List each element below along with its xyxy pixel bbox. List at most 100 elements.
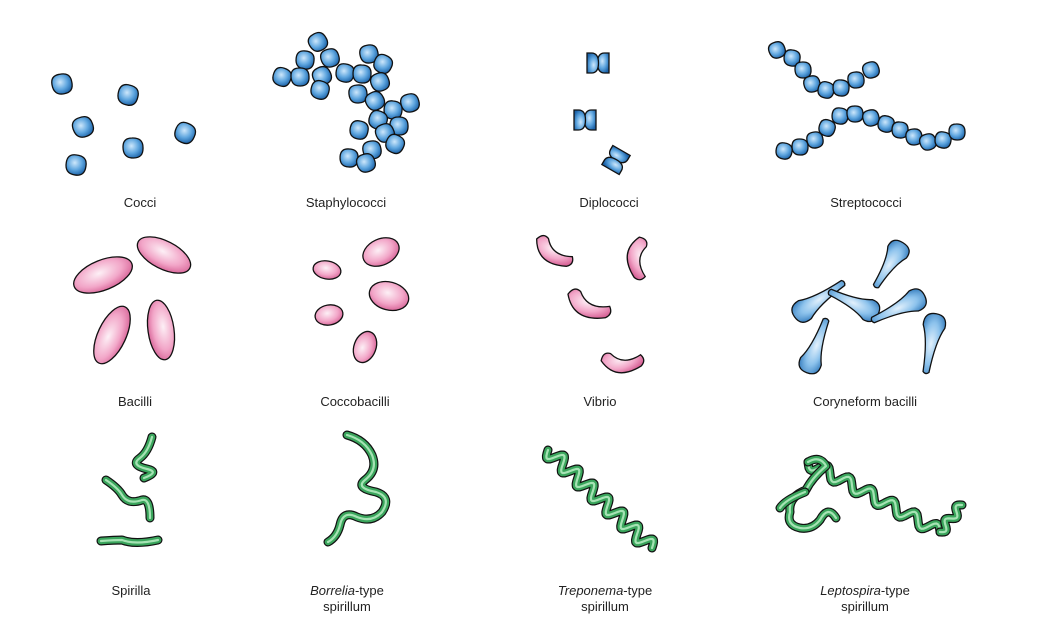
vibrio-cell — [626, 236, 648, 281]
vibrio-cell — [536, 234, 574, 267]
coccus-cell — [272, 66, 293, 88]
borrelia-icon — [323, 430, 391, 547]
diplococci-icon — [573, 52, 632, 176]
coccus-cell — [767, 41, 786, 59]
label-staphylococci: Staphylococci — [305, 195, 387, 210]
bacillus-cell — [73, 256, 133, 294]
coccus-cell — [349, 120, 369, 140]
coccus-cell — [122, 137, 144, 159]
coccus-cell — [847, 71, 865, 89]
coccus-cell — [348, 84, 368, 104]
coccobacillus-cell — [312, 260, 342, 280]
coccus-cell — [775, 142, 793, 160]
coccus-cell — [117, 83, 139, 106]
coccus-cell — [794, 61, 812, 79]
coccus-cell — [307, 31, 329, 52]
label-bacilli: Bacilli — [118, 394, 152, 409]
coccus-cell — [355, 153, 377, 173]
coccus-cell — [862, 109, 880, 127]
spirillum-highlight — [99, 538, 160, 544]
bacillus-cell — [136, 236, 192, 274]
label-treponema-line1: Treponema-type — [505, 583, 705, 599]
coccus-cell — [832, 79, 850, 97]
label-treponema: Treponema-type spirillum — [505, 583, 705, 615]
leptospira-icon — [775, 454, 967, 537]
diplococcus-half — [573, 109, 587, 131]
coryneform-cell — [870, 288, 927, 324]
label-borrelia-genus: Borrelia — [310, 583, 355, 598]
coccus-cell — [310, 79, 330, 100]
vibrio-cell — [567, 288, 612, 319]
coccus-cell — [399, 93, 420, 113]
label-treponema-genus: Treponema — [557, 583, 624, 598]
diplococcus-half — [600, 156, 624, 176]
coccus-cell — [806, 131, 824, 149]
label-vibrio: Vibrio — [583, 394, 617, 409]
label-leptospira-suffix: -type — [880, 583, 910, 598]
coryneform-cell — [798, 317, 830, 375]
bacillus-cell — [93, 305, 131, 365]
spirillum-highlight — [135, 435, 154, 480]
label-spirilla: Spirilla — [111, 583, 151, 598]
coccus-cell — [803, 75, 821, 93]
coccus-cell — [290, 67, 310, 87]
leptospira-highlight — [938, 503, 964, 534]
coccobacillus-cell — [352, 330, 378, 364]
coccus-cell — [846, 105, 864, 123]
coccobacillus-cell — [362, 237, 400, 267]
coryneform-cell — [872, 239, 910, 289]
coccus-cell — [948, 123, 966, 141]
coccobacillus-cell — [314, 304, 344, 326]
cocci-icon — [51, 73, 197, 176]
coccobacilli-icon — [312, 237, 410, 364]
coccus-cell — [339, 148, 359, 168]
label-coryneform: Coryneform bacilli — [812, 394, 918, 409]
label-borrelia: Borrelia-type spirillum — [247, 583, 447, 615]
leptospira-highlight — [778, 490, 807, 510]
bacillus-cell — [146, 299, 176, 361]
coccus-cell — [373, 53, 394, 75]
coccobacillus-cell — [368, 280, 410, 312]
streptococci-icon — [767, 41, 966, 160]
bacilli-icon — [73, 236, 192, 365]
leptospira-highlight — [788, 458, 838, 530]
label-coccobacilli: Coccobacilli — [320, 394, 390, 409]
label-borrelia-line2: spirillum — [323, 599, 371, 614]
coccus-cell — [831, 107, 849, 125]
diplococcus-half — [586, 52, 600, 74]
vibrio-icon — [536, 234, 648, 374]
coccus-cell — [352, 64, 372, 84]
label-leptospira: Leptospira-type spirillum — [765, 583, 965, 615]
label-leptospira-line2: spirillum — [841, 599, 889, 614]
label-treponema-suffix: -type — [623, 583, 653, 598]
coccus-cell — [51, 73, 73, 95]
diplococcus-half — [583, 109, 597, 131]
coccus-cell — [818, 118, 836, 137]
treponema-icon — [541, 445, 659, 553]
staphylococci-icon — [272, 31, 420, 173]
coccus-cell — [791, 138, 809, 156]
coccus-cell — [783, 49, 801, 67]
coccus-cell — [295, 50, 315, 70]
label-treponema-line2: spirillum — [581, 599, 629, 614]
label-borrelia-line1: Borrelia-type — [247, 583, 447, 599]
label-diplococci: Diplococci — [579, 195, 639, 210]
coccus-cell — [65, 154, 87, 176]
coccus-cell — [385, 133, 406, 155]
coccus-cell — [71, 116, 95, 138]
coccus-cell — [359, 44, 379, 64]
label-leptospira-line1: Leptospira-type — [765, 583, 965, 599]
coccus-cell — [174, 121, 197, 145]
treponema-highlight — [545, 448, 655, 550]
vibrio-cell — [600, 352, 645, 374]
label-streptococci: Streptococci — [830, 195, 902, 210]
coccus-cell — [934, 131, 952, 149]
leptospira-highlight — [806, 460, 942, 534]
coccus-cell — [369, 72, 391, 92]
coryneform-icon — [791, 239, 947, 375]
spirilla-icon — [96, 432, 163, 547]
borrelia-highlight — [326, 433, 387, 544]
coryneform-cell — [922, 312, 947, 375]
label-cocci: Cocci — [123, 195, 157, 210]
